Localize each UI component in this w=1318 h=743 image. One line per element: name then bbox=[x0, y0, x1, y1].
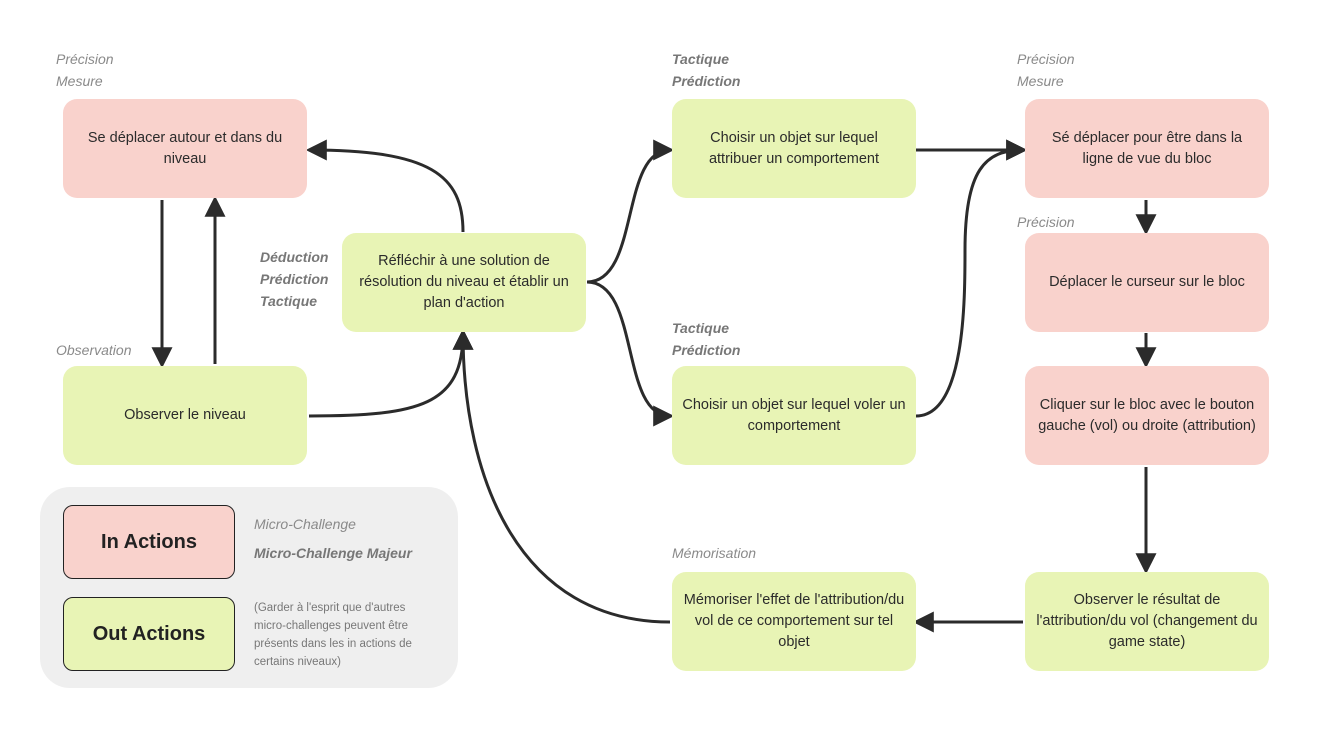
node-move-around-label: Se déplacer autour et dans du niveau bbox=[87, 129, 283, 167]
node-choose-assign-label: Choisir un objet sur lequel attribuer un… bbox=[708, 129, 880, 167]
node-line-of-sight: Sé déplacer pour être dans la ligne de v… bbox=[1025, 99, 1269, 198]
node-observe-level-label: Observer le niveau bbox=[124, 407, 246, 423]
node-click-block-label: Cliquer sur le bloc avec le bouton gauch… bbox=[1038, 396, 1256, 434]
node-move-around: Se déplacer autour et dans du niveau bbox=[63, 99, 307, 198]
node-choose-assign: Choisir un objet sur lequel attribuer un… bbox=[672, 99, 916, 198]
arrow-steal-to-los bbox=[915, 139, 1028, 418]
legend-in-actions-label: In Actions bbox=[101, 530, 197, 553]
node-observe-result-label: Observer le résultat de l'attribution/du… bbox=[1036, 592, 1258, 650]
legend-out-actions-label: Out Actions bbox=[92, 622, 206, 645]
tag-line-of-sight: Précision Mesure bbox=[1017, 51, 1075, 89]
node-memorize-label: Mémoriser l'effet de l'attribution/du vo… bbox=[683, 592, 905, 650]
arrow-memorize-to-think bbox=[452, 328, 671, 624]
tag-move-around: Précision Mesure bbox=[56, 51, 114, 89]
node-memorize: Mémoriser l'effet de l'attribution/du vo… bbox=[672, 572, 916, 671]
node-click-block: Cliquer sur le bloc avec le bouton gauch… bbox=[1025, 366, 1269, 465]
tag-move-cursor: Précision bbox=[1017, 214, 1075, 230]
arrow-think-to-move bbox=[305, 139, 465, 233]
tag-observe-level: Observation bbox=[56, 342, 132, 358]
node-move-cursor: Déplacer le curseur sur le bloc bbox=[1025, 233, 1269, 332]
node-choose-steal: Choisir un objet sur lequel voler un com… bbox=[672, 366, 916, 465]
node-move-cursor-label: Déplacer le curseur sur le bloc bbox=[1049, 274, 1245, 290]
legend-note: (Garder à l'esprit que d'autres micro-ch… bbox=[254, 602, 412, 668]
tag-think-solution: Déduction Prédiction Tactique bbox=[260, 249, 329, 309]
arrow-think-to-assign bbox=[586, 139, 675, 284]
legend-micro-challenge-major: Micro-Challenge Majeur bbox=[254, 545, 412, 561]
tag-choose-assign: Tactique Prédiction bbox=[672, 51, 741, 89]
node-choose-steal-label: Choisir un objet sur lequel voler un com… bbox=[682, 396, 906, 434]
legend-out-actions: Out Actions bbox=[63, 597, 235, 671]
node-think-solution-label: Réfléchir à une solution de résolution d… bbox=[359, 253, 569, 311]
node-line-of-sight-label: Sé déplacer pour être dans la ligne de v… bbox=[1051, 129, 1243, 167]
node-observe-result: Observer le résultat de l'attribution/du… bbox=[1025, 572, 1269, 671]
node-think-solution: Réfléchir à une solution de résolution d… bbox=[342, 233, 586, 332]
arrow-observe-to-think bbox=[308, 328, 474, 418]
arrow-think-to-steal bbox=[586, 280, 675, 427]
node-observe-level: Observer le niveau bbox=[63, 366, 307, 465]
legend-in-actions: In Actions bbox=[63, 505, 235, 579]
legend-micro-challenge: Micro-Challenge bbox=[254, 516, 356, 532]
tag-memorize: Mémorisation bbox=[672, 545, 757, 561]
tag-choose-steal: Tactique Prédiction bbox=[672, 320, 741, 358]
